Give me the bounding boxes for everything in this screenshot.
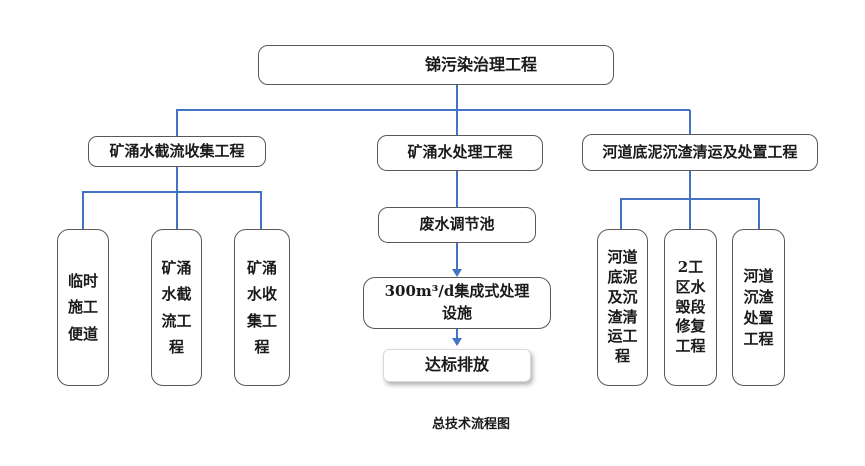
- connector-drop-leaf3: [260, 192, 262, 229]
- connector-facility-to-discharge: [456, 329, 458, 339]
- connector-drop-r3: [758, 199, 760, 229]
- connector-branch3-stem: [689, 170, 691, 199]
- node-mine-water-interception-project: 矿涌 水截 流工 程: [151, 229, 202, 386]
- connector-drop-branch3: [689, 110, 691, 134]
- node-branch-sediment-disposal: 河道底泥沉渣清运及处置工程: [582, 134, 818, 171]
- node-river-sediment-removal-project: 河道 底泥 及沉 渣清 运工 程: [597, 229, 648, 386]
- node-zone2-flood-damage-repair-project: 2工 区水 毁段 修复 工程: [664, 229, 717, 386]
- node-temporary-construction-road: 临时 施工 便道: [57, 229, 109, 386]
- connector-drop-leaf1: [82, 192, 84, 229]
- arrowhead-to-facility-icon: [452, 269, 462, 277]
- connector-drop-branch1: [176, 110, 178, 136]
- node-branch-water-treatment: 矿涌水处理工程: [377, 135, 543, 171]
- node-integrated-treatment-facility: 300m³/d集成式处理 设施: [363, 277, 551, 329]
- node-mine-water-collection-project: 矿涌 水收 集工 程: [234, 229, 290, 386]
- diagram-caption: 总技术流程图: [431, 417, 510, 432]
- node-standard-discharge: 达标排放: [383, 349, 531, 382]
- connector-drop-r2: [689, 199, 691, 229]
- node-root: 锑污染治理工程: [258, 45, 614, 85]
- connector-pool-to-facility: [456, 243, 458, 270]
- connector-drop-r1: [620, 199, 622, 229]
- connector-branch1-horizontal: [82, 191, 262, 193]
- node-branch-interception-collection: 矿涌水截流收集工程: [88, 136, 266, 167]
- connector-b2-to-pool: [456, 171, 458, 207]
- connector-top-horizontal: [176, 109, 690, 111]
- connector-drop-leaf2: [176, 192, 178, 229]
- arrowhead-to-discharge-icon: [452, 338, 462, 346]
- node-river-residue-disposal-project: 河道 沉渣 处置 工程: [732, 229, 785, 386]
- connector-branch1-stem: [176, 166, 178, 192]
- connector-drop-branch2: [456, 110, 458, 135]
- node-wastewater-regulating-pool: 废水调节池: [378, 207, 536, 243]
- connector-root-stem: [456, 85, 458, 110]
